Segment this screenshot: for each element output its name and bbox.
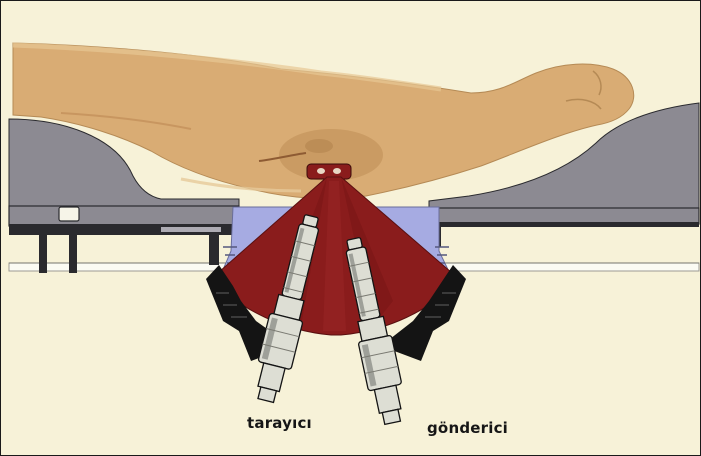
transmitter-label: gönderici xyxy=(427,419,508,437)
right-table-band xyxy=(429,222,699,227)
scanner-label: tarayıcı xyxy=(247,414,312,432)
right-table-top xyxy=(429,208,699,224)
left-table-top xyxy=(9,206,239,226)
table-clamp xyxy=(59,207,79,221)
